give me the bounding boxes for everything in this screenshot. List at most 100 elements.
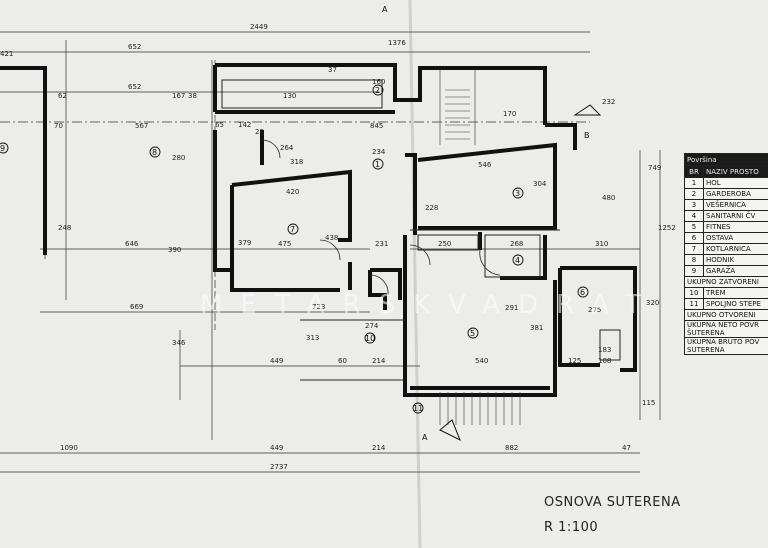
dim-167: 167 <box>172 92 185 100</box>
dim-280: 280 <box>172 154 185 162</box>
dim-480: 480 <box>602 194 615 202</box>
dim-160: 160 <box>372 78 385 86</box>
dim-1252: 1252 <box>658 224 676 232</box>
dim-310: 310 <box>595 240 608 248</box>
dim-669: 669 <box>130 303 143 311</box>
dim-232: 232 <box>602 98 615 106</box>
legend-row-name: VEŠERNICA <box>703 199 768 211</box>
legend-total-open: UKUPNO OTVORENI <box>684 309 768 321</box>
legend-total-open-row: UKUPNO OTVORENI <box>684 309 768 321</box>
dim-1376: 1376 <box>388 39 406 47</box>
legend-row-br: 6 <box>684 232 704 244</box>
dim-60: 60 <box>338 357 347 365</box>
room-markers <box>0 84 589 414</box>
dim-62: 62 <box>58 92 67 100</box>
dim-250: 250 <box>438 240 451 248</box>
legend-total-net-line1: UKUPNA NETO POVR <box>687 321 760 330</box>
dim-845: 845 <box>370 122 383 130</box>
dim-421: 421 <box>0 50 13 58</box>
dim-top-overall: 2449 <box>250 23 268 31</box>
watermark-text: METARSKVADRAT <box>200 290 659 320</box>
dim-70: 70 <box>54 122 63 130</box>
dimension-values: 2449 1376 652 652 421 37 160 130 167 38 … <box>0 23 676 471</box>
legend-row-name: SANITARNI ČV <box>703 210 768 222</box>
dim-170: 170 <box>503 110 516 118</box>
drawing-title-block: OSNOVA SUTERENA R 1:100 <box>544 495 681 545</box>
dim-264: 264 <box>280 144 294 152</box>
legend-row-name: HODNIK <box>703 254 768 266</box>
dim-37a: 37 <box>328 66 337 74</box>
room-label-10: 10 <box>365 334 375 343</box>
dim-115: 115 <box>642 399 655 407</box>
dim-346: 346 <box>172 339 186 347</box>
legend-total-closed: UKUPNO ZATVORENI <box>684 276 768 288</box>
legend-title: Površina <box>684 153 768 166</box>
legend-row-br: 8 <box>684 254 704 266</box>
dimension-lines <box>0 31 661 473</box>
dim-125: 125 <box>568 357 581 365</box>
drawing-scale: R 1:100 <box>544 520 599 535</box>
dim-318: 318 <box>290 158 303 166</box>
dim-248: 248 <box>58 224 71 232</box>
dim-438: 438 <box>325 234 338 242</box>
legend-row-br: 11 <box>684 298 704 310</box>
legend-row-name: FITNES <box>703 221 768 233</box>
legend-row-br: 4 <box>684 210 704 222</box>
legend-total-gross-line1: UKUPNA BRUTO POV <box>687 338 760 347</box>
legend-col-br: BR <box>684 165 704 178</box>
legend-col-name: NAZIV PROSTO <box>703 165 768 178</box>
legend-row-br: 10 <box>684 287 704 299</box>
legend-row-name: OSTAVA <box>703 232 768 244</box>
interior-lines <box>221 79 621 381</box>
dim-1090: 1090 <box>60 444 78 452</box>
dim-25: 25 <box>255 128 264 136</box>
legend-row-br: 7 <box>684 243 704 255</box>
room-label-11: 11 <box>413 404 423 413</box>
door-swings <box>261 139 501 296</box>
legend-total-closed-row: UKUPNO ZATVORENI <box>684 276 768 288</box>
dim-723: 723 <box>312 303 325 311</box>
room-label-7: 7 <box>290 225 295 234</box>
dim-274: 274 <box>365 322 379 330</box>
room-label-5: 5 <box>470 329 475 338</box>
dim-646: 646 <box>125 240 139 248</box>
room-label-1: 1 <box>375 160 380 169</box>
legend-total-gross-line2: SUTERENA <box>687 346 725 354</box>
dim-234: 234 <box>372 148 386 156</box>
legend-row-br: 5 <box>684 221 704 233</box>
dim-65: 65 <box>215 121 224 129</box>
stairs-upper <box>439 70 476 145</box>
dim-475: 475 <box>278 240 291 248</box>
room-label-2: 2 <box>375 86 380 95</box>
legend-row-name: SPOLJNO STEPE <box>703 298 768 310</box>
dim-567: 567 <box>135 122 148 130</box>
legend-header-row: BR NAZIV PROSTO <box>684 165 768 178</box>
dim-304: 304 <box>533 180 547 188</box>
dim-228: 228 <box>425 204 438 212</box>
section-label-b: B <box>584 131 590 140</box>
dim-652-b: 652 <box>128 83 141 91</box>
legend-row-br: 9 <box>684 265 704 277</box>
dim-379: 379 <box>238 239 251 247</box>
dim-390: 390 <box>168 246 181 254</box>
section-label-a-top: A <box>382 5 388 14</box>
dim-652-a: 652 <box>128 43 141 51</box>
dim-142: 142 <box>238 121 251 129</box>
section-arrow-b <box>573 104 602 116</box>
legend-row-name: GARAŽA <box>703 265 768 277</box>
legend-row-br: 3 <box>684 199 704 211</box>
legend-row-name: HOL <box>703 177 768 189</box>
room-label-3: 3 <box>515 189 520 198</box>
section-marks: A A B <box>382 5 602 442</box>
dim-108: 108 <box>598 357 611 365</box>
